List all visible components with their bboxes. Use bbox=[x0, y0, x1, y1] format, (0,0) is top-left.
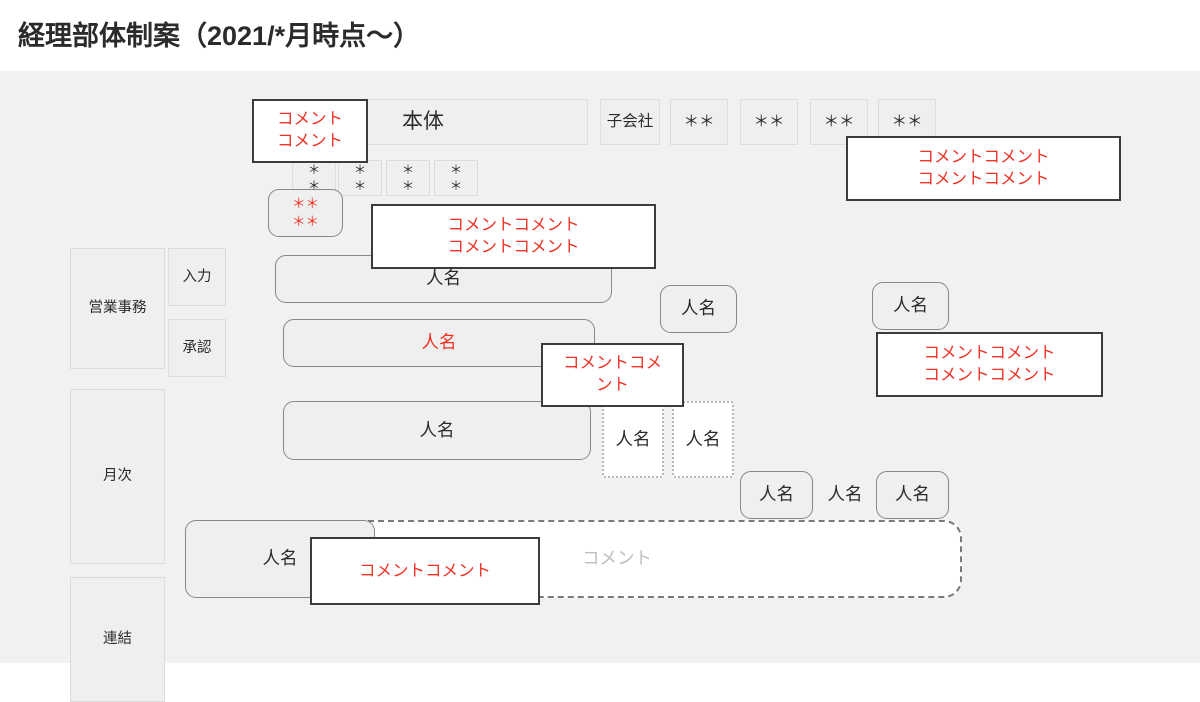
org-subsidiary-cell-1: ＊＊ bbox=[670, 99, 728, 145]
org-subsidiary-cell-3-label: ＊＊ bbox=[823, 113, 855, 131]
page-title: 経理部体制案（2021/*月時点〜） bbox=[18, 21, 421, 51]
comment-mid-left: コメントコメント コメントコメント bbox=[371, 204, 656, 269]
person-monthly-dotted-2: 人名 bbox=[672, 401, 734, 478]
org-subsidiary-cell-2: ＊＊ bbox=[740, 99, 798, 145]
sub-cell-1-line1: ＊ bbox=[307, 162, 321, 177]
diagram-canvas: 本体 子会社 ＊＊ ＊＊ ＊＊ ＊＊ ＊ ＊ ＊ ＊ ＊ ＊ bbox=[0, 71, 1200, 702]
person-input-right: 人名 bbox=[660, 285, 737, 333]
comment-mid-center-line1: コメントコメ bbox=[563, 354, 662, 373]
person-monthly-plain-label: 人名 bbox=[827, 484, 863, 505]
org-subsidiary-box: 子会社 bbox=[600, 99, 660, 145]
row-label-sales-admin-text: 営業事務 bbox=[88, 300, 147, 317]
sub-cell-3-line2: ＊ bbox=[401, 179, 415, 193]
person-monthly-dotted-1: 人名 bbox=[602, 401, 664, 478]
comment-bottom-line1: コメントコメント bbox=[359, 561, 491, 580]
person-consolidated-main-label: 人名 bbox=[262, 548, 298, 569]
org-main-label: 本体 bbox=[402, 109, 444, 133]
person-input-far-right-label: 人名 bbox=[893, 295, 928, 316]
comment-mid-right: コメントコメント コメントコメント bbox=[876, 332, 1103, 397]
comment-top-left: コメント コメント bbox=[252, 99, 368, 163]
comment-mid-left-line2: コメントコメント bbox=[447, 237, 580, 256]
comment-mid-right-line2: コメントコメント bbox=[923, 365, 1056, 384]
row-sublabel-input: 入力 bbox=[168, 248, 226, 306]
org-subsidiary-cell-4-label: ＊＊ bbox=[891, 113, 923, 131]
person-monthly-main-label: 人名 bbox=[419, 419, 455, 440]
comment-mid-right-line1: コメントコメント bbox=[923, 343, 1056, 362]
comment-top-left-line1: コメント bbox=[277, 110, 343, 129]
person-monthly-pill-1: 人名 bbox=[740, 471, 813, 519]
consolidated-placeholder-text: コメント bbox=[582, 548, 652, 569]
sub-cell-4-line2: ＊ bbox=[449, 179, 463, 193]
row-label-consolidated: 連結 bbox=[70, 577, 165, 702]
org-subsidiary-label: 子会社 bbox=[606, 112, 654, 130]
row-label-monthly: 月次 bbox=[70, 389, 165, 564]
person-monthly-dotted-2-label: 人名 bbox=[685, 428, 721, 449]
comment-mid-left-line1: コメントコメント bbox=[447, 215, 580, 234]
comment-top-right-line2: コメントコメント bbox=[917, 169, 1050, 188]
person-monthly-dotted-1-label: 人名 bbox=[615, 428, 651, 449]
row-sublabel-approve: 承認 bbox=[168, 319, 226, 377]
org-subsidiary-cell-1-label: ＊＊ bbox=[683, 113, 715, 131]
row-label-monthly-text: 月次 bbox=[103, 468, 132, 485]
sub-cell-2-line2: ＊ bbox=[353, 179, 367, 193]
sub-cell-4: ＊ ＊ bbox=[434, 160, 478, 196]
sub-red-pill: ＊＊ ＊＊ bbox=[268, 189, 343, 237]
row-label-consolidated-text: 連結 bbox=[103, 631, 132, 648]
person-monthly-pill-1-label: 人名 bbox=[759, 484, 794, 505]
person-input-main-label: 人名 bbox=[426, 268, 461, 289]
comment-mid-center-line2: ント bbox=[596, 376, 629, 394]
person-input-far-right: 人名 bbox=[872, 282, 949, 330]
row-label-sales-admin: 営業事務 bbox=[70, 248, 165, 369]
comment-top-left-line2: コメント bbox=[277, 132, 343, 150]
sub-cell-3-line1: ＊ bbox=[401, 162, 415, 177]
comment-bottom: コメントコメント bbox=[310, 537, 540, 605]
person-monthly-plain: 人名 bbox=[815, 471, 875, 519]
sub-red-pill-line2: ＊＊ bbox=[292, 214, 319, 229]
person-monthly-pill-2-label: 人名 bbox=[895, 484, 930, 505]
sub-cell-3: ＊ ＊ bbox=[386, 160, 430, 196]
person-approve-main-label: 人名 bbox=[421, 332, 457, 353]
person-monthly-main: 人名 bbox=[283, 401, 591, 460]
comment-mid-center: コメントコメ ント bbox=[541, 343, 684, 407]
sub-cell-2: ＊ ＊ bbox=[338, 160, 382, 196]
sub-red-pill-line1: ＊＊ bbox=[292, 196, 319, 212]
comment-top-right-line1: コメントコメント bbox=[917, 147, 1050, 166]
sub-cell-2-line1: ＊ bbox=[353, 162, 367, 177]
row-sublabel-approve-text: 承認 bbox=[182, 339, 212, 356]
comment-top-right: コメントコメント コメントコメント bbox=[846, 136, 1121, 201]
row-sublabel-input-text: 入力 bbox=[182, 268, 212, 285]
slide-root: 経理部体制案（2021/*月時点〜） 本体 子会社 ＊＊ ＊＊ ＊＊ ＊＊ ＊ … bbox=[0, 21, 1200, 702]
sub-cell-4-line1: ＊ bbox=[449, 162, 463, 177]
person-monthly-pill-2: 人名 bbox=[876, 471, 949, 519]
org-subsidiary-cell-2-label: ＊＊ bbox=[753, 113, 785, 131]
person-input-right-label: 人名 bbox=[681, 298, 716, 319]
